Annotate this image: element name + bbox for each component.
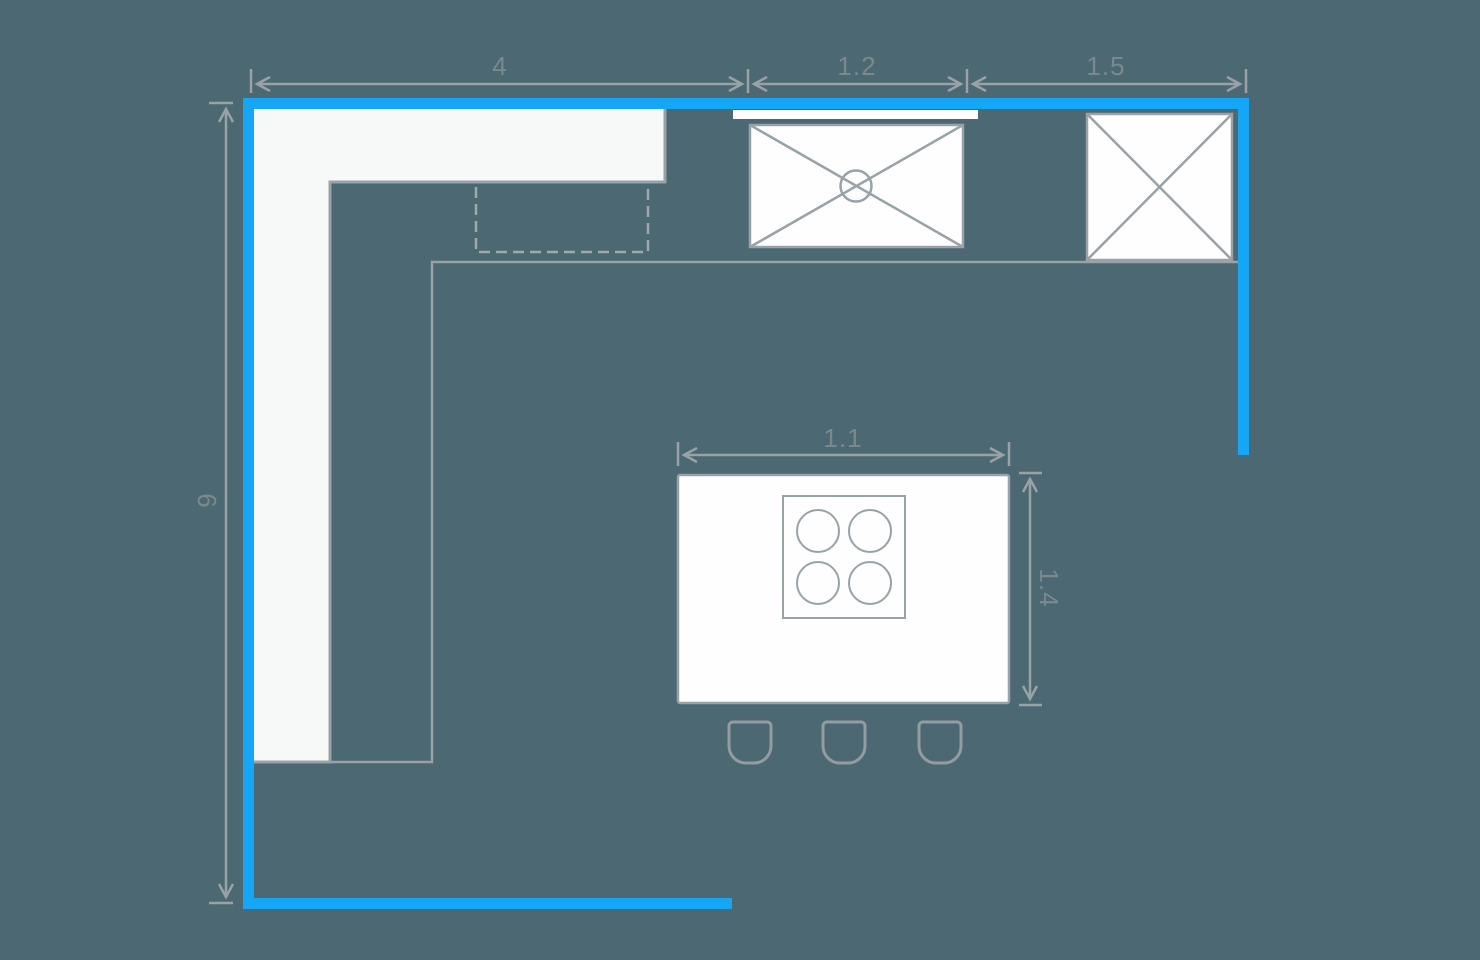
dim-label-top-a: 4 [492,51,507,81]
dimension-top: 4 1.2 1.5 [249,51,1248,93]
arrow-right-icon [728,75,745,93]
burner-icon [796,561,840,605]
wall-bottom[interactable] [243,898,732,909]
cooktop[interactable] [782,495,906,619]
sink-cross-line-2 [749,123,964,249]
counter-surface[interactable] [254,109,665,762]
counter-edge [254,109,667,764]
arrow-down-icon [1021,685,1039,702]
dim-label-top-c: 1.5 [1086,51,1125,81]
dimension-left: 6 [192,101,235,905]
bar-stool[interactable] [821,720,867,765]
dimension-island-depth: 1.4 [1019,471,1064,707]
dim-label-island-width: 1.1 [823,423,862,453]
dim-label-island-depth: 1.4 [1034,568,1064,607]
dim-label-top-b: 1.2 [837,51,876,81]
refrigerator[interactable] [1085,112,1234,262]
l-counter[interactable] [254,109,667,764]
arrow-up-icon [1021,476,1039,493]
burner-icon [848,561,892,605]
kitchen-zone-boundary [330,260,1238,764]
arrow-up-icon [217,106,235,123]
wall-right[interactable] [1238,98,1249,455]
bar-stool[interactable] [917,720,963,765]
burner-icon [796,509,840,553]
refrigerator-cross-line-2 [1086,113,1233,261]
arrow-left-icon [681,446,698,464]
arrow-right-icon [989,446,1006,464]
arrow-right-icon [1226,75,1243,93]
wall-left[interactable] [243,98,254,909]
dimension-island-width: 1.1 [676,423,1011,466]
bar-stools [727,720,963,765]
island-surface[interactable] [676,473,1011,705]
dim-label-left: 6 [192,493,222,508]
burner-icon [848,509,892,553]
arrow-left-icon [751,75,768,93]
dishwasher-outline[interactable] [474,187,650,254]
arrow-right-icon [947,75,964,93]
wall-top[interactable] [243,98,1249,109]
arrow-left-icon [254,75,271,93]
bar-stool[interactable] [727,720,773,765]
window[interactable] [733,110,978,119]
kitchen-island[interactable] [676,473,1011,705]
walls [243,98,1249,909]
sink-cabinet[interactable] [748,123,965,249]
cooktop-frame [782,495,906,619]
sink-drain-icon [839,169,873,203]
arrow-left-icon [970,75,987,93]
arrow-down-icon [217,883,235,900]
